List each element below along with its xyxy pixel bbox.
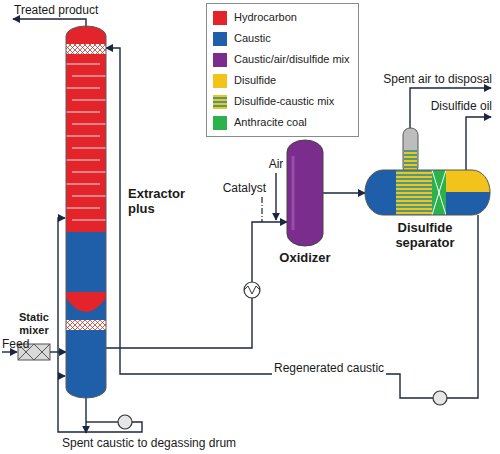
feed-pipe: [2, 351, 17, 352]
recycle-pipe: [58, 218, 142, 432]
process-stream: [106, 222, 287, 348]
node-label: Static mixer: [12, 311, 56, 337]
legend-swatch: [213, 53, 227, 67]
legend-swatch: [213, 116, 227, 130]
catalyst-line: [261, 197, 262, 222]
heat-exchanger: [244, 282, 260, 298]
node-label: Oxidizer: [267, 250, 343, 265]
recycle-branch-pipe: [58, 375, 65, 376]
extractor-column-node: Extractor plus: [66, 26, 106, 398]
spent-caustic-pipe: [85, 398, 86, 433]
legend-swatch: [213, 11, 227, 25]
legend-text: Disulfide-caustic mix: [234, 95, 334, 108]
legend-text: Caustic: [234, 32, 271, 45]
disulfide-oil-pipe: [466, 117, 491, 170]
label-anchor: Air: [256, 157, 296, 171]
pump-suction-pipe: [86, 421, 118, 422]
label-anchor: Catalyst: [214, 181, 266, 195]
hydrocarbon-zone: [66, 26, 106, 232]
node-label: Disulfide separator: [383, 220, 467, 250]
stream-label: Spent air to disposal: [360, 72, 492, 86]
legend-text: Hydrocarbon: [234, 11, 297, 24]
coal-bed-cross: [432, 170, 446, 215]
tray-lines: [66, 64, 106, 220]
packing-band: [66, 320, 106, 330]
legend-row: Caustic: [213, 28, 350, 49]
caustic-layer: [446, 192, 490, 215]
oxidizer-shading: [292, 156, 295, 230]
separator-dome-mix: [404, 150, 417, 172]
legend-swatch: [213, 74, 227, 88]
caustic-end: [365, 170, 396, 215]
separator-node: Disulfide separator: [365, 170, 490, 215]
legend-text: Caustic/air/disulfide mix: [234, 53, 350, 66]
legend-row: Disulfide-caustic mix: [213, 91, 350, 112]
stream-label: Catalyst: [214, 181, 266, 195]
oxidizer-node: Oxidizer: [287, 140, 323, 246]
stream-label: Disulfide oil: [396, 99, 492, 113]
packing-band: [66, 44, 106, 54]
label-anchor: Treated product: [14, 3, 114, 17]
legend-text: Disulfide: [234, 74, 276, 87]
oxidizer-vessel: [287, 140, 323, 246]
treated-product-pipe: [13, 19, 86, 26]
hydrocarbon-bowl: [66, 292, 106, 312]
caustic-zone: [66, 232, 106, 398]
legend-row: Hydrocarbon: [213, 7, 350, 28]
stream-label: Air: [256, 157, 296, 171]
legend-box: HydrocarbonCausticCaustic/air/disulfide …: [206, 3, 359, 137]
node-label: Extractor plus: [128, 186, 200, 216]
label-anchor: Regenerated caustic: [272, 358, 386, 376]
label-anchor: Spent air to disposal: [360, 72, 492, 86]
separator-outline: [365, 170, 490, 215]
pump: [118, 415, 132, 429]
process-stream: [106, 48, 478, 398]
extractor-column: [66, 26, 106, 398]
stream-label: Feed: [2, 337, 36, 351]
air-pipe: [275, 173, 276, 220]
pump: [433, 391, 447, 405]
mix-zone: [396, 170, 432, 215]
legend-swatch: [213, 32, 227, 46]
coal-bed: [432, 170, 446, 215]
stream-label: Regenerated caustic: [272, 361, 386, 375]
heat-exchanger-coil: [244, 286, 260, 294]
label-anchor: Disulfide oil: [396, 99, 492, 113]
label-anchor: Spent caustic to degassing drum: [62, 436, 302, 450]
separator-dome: [403, 128, 418, 174]
disulfide-layer: [446, 170, 490, 192]
stream-label: Spent caustic to degassing drum: [62, 436, 302, 450]
legend-text: Anthracite coal: [234, 116, 307, 129]
legend-swatch: [213, 95, 227, 109]
process-stream: [50, 351, 66, 352]
legend-row: Disulfide: [213, 70, 350, 91]
packing-hatch: [66, 320, 106, 330]
packing-hatch: [66, 44, 106, 54]
separator-drum: [365, 170, 490, 215]
stream-label: Treated product: [14, 3, 114, 17]
column-outline: [66, 26, 106, 398]
process-stream: [323, 192, 365, 193]
legend-row: Caustic/air/disulfide mix: [213, 49, 350, 70]
legend-row: Anthracite coal: [213, 112, 350, 133]
label-anchor: Feed: [2, 337, 36, 351]
